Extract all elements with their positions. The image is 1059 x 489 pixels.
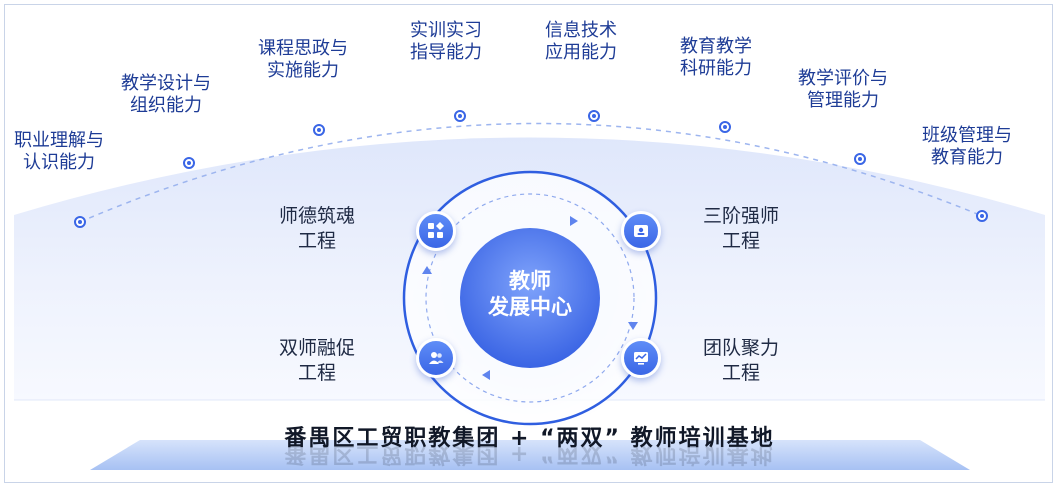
skill-label-2: 教学设计与 组织能力 <box>121 73 211 117</box>
skill-label-5: 信息技术 应用能力 <box>545 20 617 64</box>
project-line: 工程 <box>721 230 760 252</box>
skill-line: 应用能力 <box>545 42 617 63</box>
skill-line: 管理能力 <box>807 90 879 111</box>
diagram-frame <box>4 4 1053 483</box>
skill-label-4: 实训实习 指导能力 <box>410 20 482 64</box>
skill-label-8: 班级管理与 教育能力 <box>922 125 1012 169</box>
project-line: 三阶强师 <box>702 205 779 227</box>
skill-line: 课程思政与 <box>258 38 348 59</box>
project-label-top-right: 三阶强师 工程 <box>686 204 796 254</box>
skill-line: 教学评价与 <box>798 68 888 89</box>
skill-line: 组织能力 <box>130 95 202 116</box>
project-line: 师德筑魂 <box>278 205 355 227</box>
skill-line: 职业理解与 <box>14 130 104 151</box>
skill-label-3: 课程思政与 实施能力 <box>258 38 348 82</box>
users-icon <box>416 338 456 378</box>
skills-arc <box>79 122 983 223</box>
skill-label-7: 教学评价与 管理能力 <box>798 68 888 112</box>
base-title-reflection: 番禺区工贸职教集团 + “两双” 教师培训基地 <box>284 446 775 466</box>
center-line: 发展中心 <box>488 295 572 319</box>
project-line: 工程 <box>721 362 760 384</box>
project-line: 工程 <box>297 362 336 384</box>
skill-line: 教育能力 <box>931 147 1003 168</box>
skill-line: 科研能力 <box>680 58 752 79</box>
skill-line: 认识能力 <box>23 152 95 173</box>
chart-monitor-icon <box>621 338 661 378</box>
center-label: 教师 发展中心 <box>476 268 584 320</box>
center-line: 教师 <box>509 269 551 293</box>
skill-line: 指导能力 <box>410 42 482 63</box>
skill-line: 教学设计与 <box>121 73 211 94</box>
arc-nodes <box>74 110 988 228</box>
ring-arrows <box>422 216 638 380</box>
project-label-bottom-left: 双师融促 工程 <box>262 336 372 386</box>
grid-apps-icon <box>416 211 456 251</box>
center-core <box>460 228 600 368</box>
project-label-top-left: 师德筑魂 工程 <box>262 204 372 254</box>
skill-line: 实施能力 <box>267 60 339 81</box>
inner-dashed-ring <box>425 193 635 403</box>
skill-line: 实训实习 <box>410 20 482 41</box>
skill-label-1: 职业理解与 认识能力 <box>14 130 104 174</box>
project-line: 双师融促 <box>278 337 355 359</box>
project-label-bottom-right: 团队聚力 工程 <box>686 336 796 386</box>
project-line: 工程 <box>297 230 336 252</box>
id-card-icon <box>621 211 661 251</box>
skill-label-6: 教育教学 科研能力 <box>680 36 752 80</box>
skill-line: 教育教学 <box>680 36 752 57</box>
project-line: 团队聚力 <box>702 337 779 359</box>
skill-line: 班级管理与 <box>922 125 1012 146</box>
skill-line: 信息技术 <box>545 20 617 41</box>
base-platform <box>90 440 970 470</box>
base-title: 番禺区工贸职教集团 + “两双” 教师培训基地 <box>284 426 775 451</box>
